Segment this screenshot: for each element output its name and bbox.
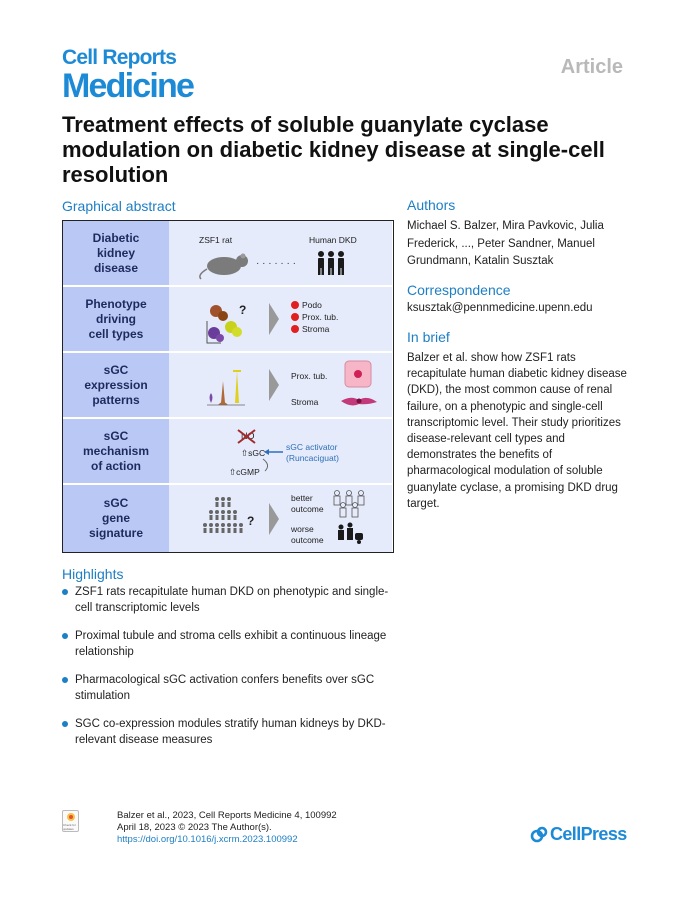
highlight-item: Proximal tubule and stroma cells exhibit… [62,628,402,660]
in-brief-text: Balzer et al. show how ZSF1 rats recapit… [407,352,627,510]
tubule-cell-icon [344,360,372,388]
alert-list: Podo Prox. tub. Stroma [291,300,338,334]
journal-logo: Cell Reports Medicine [62,46,195,105]
highlight-item: Pharmacological sGC activation confers b… [62,672,402,704]
chevron-right-icon [269,303,279,335]
people-icon [318,251,344,275]
row-content: ZSF1 rat Human DKD · · · · · · · [169,221,392,285]
better-outcome-label: outcome [291,504,324,514]
update-icon [66,813,75,821]
graphical-abstract-heading: Graphical abstract [62,198,176,214]
authors-list: Michael S. Balzer, Mira Pavkovic, Julia … [407,220,604,267]
article-title: Treatment effects of soluble guanylate c… [62,112,605,187]
row-content: Prox. tub. Stroma [169,353,392,417]
crossed-out-icon [237,429,256,444]
citation-line2: April 18, 2023 © 2023 The Author(s). [117,822,272,833]
disease-illustration: ZSF1 rat Human DKD · · · · · · · [199,235,357,280]
activator-label: sGC activator [286,442,338,452]
highlight-item: SGC co-expression modules stratify human… [62,716,402,748]
runcaciguat-label: (Runcaciguat) [286,453,339,463]
alert-stroma: Stroma [302,324,330,334]
question-mark: ? [239,303,246,317]
check-updates-text: Check for updates [63,823,76,831]
row-label: sGC expression patterns [63,353,169,417]
citation-block: Balzer et al., 2023, Cell Reports Medici… [117,810,337,846]
cellpress-icon [530,826,548,842]
abstract-row-expression: sGC expression patterns Prox. tub. Strom… [63,353,392,418]
alert-icon [291,313,299,321]
row-label: sGC gene signature [63,485,169,552]
population-icon [203,497,243,533]
cgmp-label: ⇧cGMP [229,467,260,477]
signature-illustration: ? better outcome worse outcome [203,490,365,545]
dots-separator: · · · · · · · [256,258,296,269]
row-content: ? Podo Prox. tub. Stroma [169,287,392,351]
cell-cluster-icon [206,305,242,344]
prox-tub-label: Prox. tub. [291,371,327,381]
check-for-updates-badge[interactable]: Check for updates [62,810,79,832]
sgc-label: ⇧sGC [241,448,265,458]
correspondence-email-link[interactable]: ksusztak@pennmedicine.upenn.edu [407,302,593,314]
highlight-item: ZSF1 rats recapitulate human DKD on phen… [62,584,402,616]
human-dkd-label: Human DKD [309,235,357,245]
rat-icon [199,253,248,280]
doi-link[interactable]: https://doi.org/10.1016/j.xcrm.2023.1009… [117,834,298,845]
stroma-cell-icon [341,397,377,406]
abstract-row-disease: Diabetic kidney disease ZSF1 rat Human D… [63,221,392,286]
journal-name-line1: Cell Reports [62,46,177,69]
publisher-name: CellPress [550,824,627,844]
correspondence-heading: Correspondence [407,282,511,298]
in-brief-heading: In brief [407,329,450,345]
authors-heading: Authors [407,197,456,213]
alert-podo: Podo [302,300,322,310]
phenotype-illustration: ? Podo Prox. tub. Stroma [206,300,338,344]
sick-people-icon [338,522,363,544]
alert-icon [291,301,299,309]
alert-prox-tub: Prox. tub. [302,312,338,322]
worse-outcome-label: outcome [291,535,324,545]
row-label: Diabetic kidney disease [63,221,169,285]
curved-arrow-icon [262,458,269,472]
highlights-heading: Highlights [62,566,124,582]
abstract-row-mechanism: sGC mechanism of action NO ⇧sGC ⇧cGMP sG… [63,419,392,484]
row-content: NO ⇧sGC ⇧cGMP sGC activator (Runcaciguat… [169,419,392,483]
journal-name-line2: Medicine [62,67,195,105]
chevron-right-icon [269,369,279,401]
violin-plot-icon [207,370,245,406]
article-type-label: Article [560,56,623,78]
question-mark: ? [247,514,254,528]
better-label: better [291,493,313,503]
row-label: sGC mechanism of action [63,419,169,483]
mechanism-illustration: NO ⇧sGC ⇧cGMP sGC activator (Runcaciguat… [229,429,339,477]
row-content: ? better outcome worse outcome [169,485,392,552]
abstract-row-signature: sGC gene signature [63,485,392,552]
graphical-abstract: Diabetic kidney disease ZSF1 rat Human D… [62,220,394,553]
healthy-people-icon [333,490,365,518]
row-label: Phenotype driving cell types [63,287,169,351]
citation-line1: Balzer et al., 2023, Cell Reports Medici… [117,810,337,821]
highlights-list: ZSF1 rats recapitulate human DKD on phen… [62,584,402,760]
cellpress-logo: CellPress [530,824,627,845]
abstract-row-phenotype: Phenotype driving cell types ? Podo [63,287,392,352]
chevron-right-icon [269,503,279,535]
zsf1-rat-label: ZSF1 rat [199,235,233,245]
stroma-label: Stroma [291,397,319,407]
expression-illustration: Prox. tub. Stroma [207,360,377,407]
worse-label: worse [290,524,314,534]
alert-icon [291,325,299,333]
